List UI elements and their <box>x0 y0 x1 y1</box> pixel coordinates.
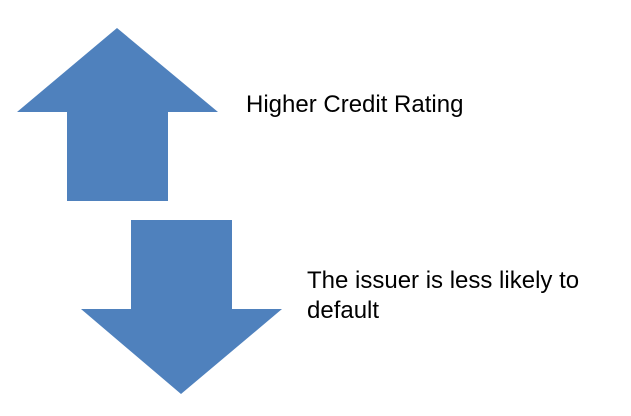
less-likely-default-label: The issuer is less likely to default <box>307 267 580 324</box>
higher-credit-rating-label: Higher Credit Rating <box>246 91 464 118</box>
down-arrow-icon <box>81 220 282 394</box>
up-arrow-icon <box>17 28 218 201</box>
